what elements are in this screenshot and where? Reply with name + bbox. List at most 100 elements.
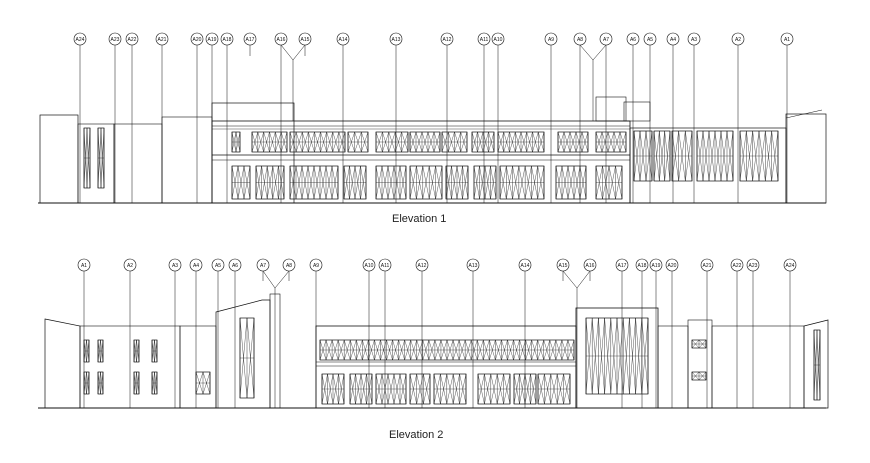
right-facade-lattice: [633, 130, 653, 182]
right-pier: [687, 319, 713, 409]
left-tower-bay: [161, 116, 213, 204]
grid-axis-A10: A10: [362, 258, 376, 408]
lower-glazing: [255, 165, 285, 200]
grid-axis-A2: A2: [123, 258, 137, 408]
grid-label: A15: [559, 263, 568, 269]
left-window: [151, 371, 158, 395]
left-window: [83, 371, 90, 395]
left-bay-window: [97, 127, 105, 189]
lower-glazing: [555, 165, 587, 200]
grid-label: A19: [652, 263, 661, 269]
upper-glazing: [441, 131, 468, 153]
grid-label: A2: [127, 263, 133, 269]
grid-axis-A19: A19: [205, 32, 219, 203]
grid-axis-A8: A8: [282, 258, 296, 281]
roof-stair-box-2: [623, 101, 651, 122]
grid-label: A14: [521, 263, 530, 269]
grid-label: A8: [286, 263, 292, 269]
left-window: [83, 339, 90, 363]
elevation-1-caption: Elevation 1: [392, 213, 447, 225]
upper-glazing: [289, 131, 346, 153]
left-end-wall: [39, 114, 79, 204]
grid-axis-A14: A14: [336, 32, 350, 203]
grid-axis-A23: A23: [746, 258, 760, 408]
grid-converge: [562, 270, 578, 289]
right-pier-window: [691, 339, 707, 349]
upper-glazing: [557, 131, 589, 153]
roof-stair-box: [595, 96, 627, 122]
right-facade-lattice: [739, 130, 779, 182]
right-facade-lattice: [653, 130, 671, 182]
grid-axis-A18: A18: [220, 32, 234, 203]
grid-converge: [292, 44, 306, 61]
grid-label: A9: [313, 263, 319, 269]
grid-label: A23: [111, 37, 120, 43]
grid-axis-A21: A21: [155, 32, 169, 203]
upper-glazing: [409, 131, 441, 153]
right-end-wall: [785, 113, 827, 204]
grid-axis-A20: A20: [665, 258, 679, 408]
upper-glazing: [471, 131, 495, 153]
right-pier-window: [691, 371, 707, 381]
grid-axis-A7: A7: [256, 258, 270, 281]
elevation-2-caption: Elevation 2: [389, 429, 444, 441]
grid-axis-A3: A3: [687, 32, 701, 203]
left-end-wall: [44, 318, 81, 409]
grid-axis-A12: A12: [415, 258, 429, 408]
grid-axis-A2: A2: [731, 32, 745, 203]
grid-axis-A16: A16: [583, 258, 597, 281]
grid-label: A21: [158, 37, 167, 43]
right-tower-lattice: [585, 317, 649, 395]
grid-label: A23: [749, 263, 758, 269]
grid-axis-A12: A12: [440, 32, 454, 203]
central-roof-box: [211, 102, 295, 204]
grid-axis-A4: A4: [666, 32, 680, 203]
grid-axis-A18: A18: [635, 258, 649, 408]
grid-axis-A16: A16: [274, 32, 288, 203]
grid-label: A6: [232, 263, 238, 269]
grid-label: A15: [301, 37, 310, 43]
left-window: [97, 339, 104, 363]
entry-door: [195, 371, 211, 395]
grid-label: A20: [668, 263, 677, 269]
grid-axis-A11: A11: [477, 32, 491, 203]
lower-glazing: [595, 165, 623, 200]
grid-label: A13: [469, 263, 478, 269]
left-blank-bay: [113, 123, 163, 204]
lower-glazing: [289, 165, 339, 200]
grid-label: A24: [786, 263, 795, 269]
right-end-roof: [785, 109, 823, 119]
right-facade-lattice: [696, 130, 734, 182]
grid-axis-A19: A19: [649, 258, 663, 408]
grid-label: A7: [603, 37, 609, 43]
grid-label: A18: [638, 263, 647, 269]
grid-axis-A15: A15: [556, 258, 570, 281]
grid-axis-A22: A22: [730, 258, 744, 408]
central-block: [211, 120, 631, 204]
lower-glazing: [409, 165, 443, 200]
upper-glazing: [347, 131, 369, 153]
grid-label: A7: [260, 263, 266, 269]
grid-label: A22: [128, 37, 137, 43]
grid-label: A10: [494, 37, 503, 43]
grid-converge: [592, 44, 607, 61]
left-window: [133, 371, 140, 395]
grid-label: A14: [339, 37, 348, 43]
left-window: [151, 339, 158, 363]
grid-label: A12: [443, 37, 452, 43]
grid-label: A24: [76, 37, 85, 43]
grid-axis-A17: A17: [243, 32, 257, 56]
grid-axis-A11: A11: [378, 258, 392, 408]
grid-axis-A9: A9: [309, 258, 323, 408]
right-end-wall: [803, 319, 829, 409]
lower-glazing: [375, 165, 407, 200]
grid-axis-A22: A22: [125, 32, 139, 203]
lower-glazing: [343, 165, 367, 200]
grid-converge: [274, 270, 290, 289]
grid-label: A3: [691, 37, 697, 43]
grid-label: A11: [381, 263, 390, 269]
left-window: [97, 371, 104, 395]
grid-label: A5: [215, 263, 221, 269]
